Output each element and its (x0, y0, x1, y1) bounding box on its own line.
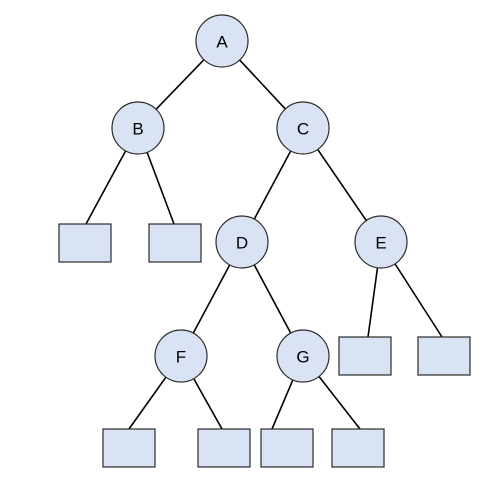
leaf-box-l8 (331, 428, 385, 468)
edge-f-l5 (128, 376, 167, 430)
edge-g-l8 (318, 376, 361, 430)
tree-edges (85, 59, 443, 430)
tree-node-b: B (111, 101, 165, 155)
node-circle (111, 101, 165, 155)
edge-g-l7 (271, 379, 294, 430)
leaf-box-l1 (58, 223, 112, 263)
edge-f-l6 (193, 378, 223, 430)
edge-c-e (317, 149, 367, 221)
node-circle (215, 215, 269, 269)
node-circle (154, 329, 208, 383)
edge-d-f (192, 264, 231, 334)
leaf-box-l3 (338, 336, 392, 376)
node-label: A (216, 33, 228, 52)
edge-a-b (155, 59, 205, 110)
node-label: G (296, 348, 309, 367)
node-circle (276, 101, 330, 155)
tree-nodes: A B C D E F G (58, 14, 471, 468)
leaf-box-l5 (102, 428, 156, 468)
node-circle (354, 215, 408, 269)
edge-d-g (253, 264, 292, 334)
leaf-box-l4 (417, 336, 471, 376)
edge-b-l1 (85, 150, 127, 225)
node-label: B (132, 120, 143, 139)
node-circle (276, 329, 330, 383)
node-label: E (375, 234, 386, 253)
tree-node-a: A (195, 14, 249, 68)
edge-e-l3 (367, 267, 379, 338)
tree-node-e: E (354, 215, 408, 269)
edge-e-l4 (394, 263, 443, 338)
leaf-box-l2 (148, 223, 202, 263)
leaf-box-l7 (260, 428, 314, 468)
edge-a-c (239, 59, 286, 110)
node-label: C (297, 120, 309, 139)
edge-b-l2 (146, 152, 175, 225)
edge-c-d (253, 150, 292, 220)
tree-node-d: D (215, 215, 269, 269)
leaf-box-l6 (197, 428, 251, 468)
node-circle (195, 14, 249, 68)
tree-node-c: C (276, 101, 330, 155)
node-label: D (236, 234, 248, 253)
tree-node-g: G (276, 329, 330, 383)
node-label: F (176, 348, 186, 367)
tree-node-f: F (154, 329, 208, 383)
